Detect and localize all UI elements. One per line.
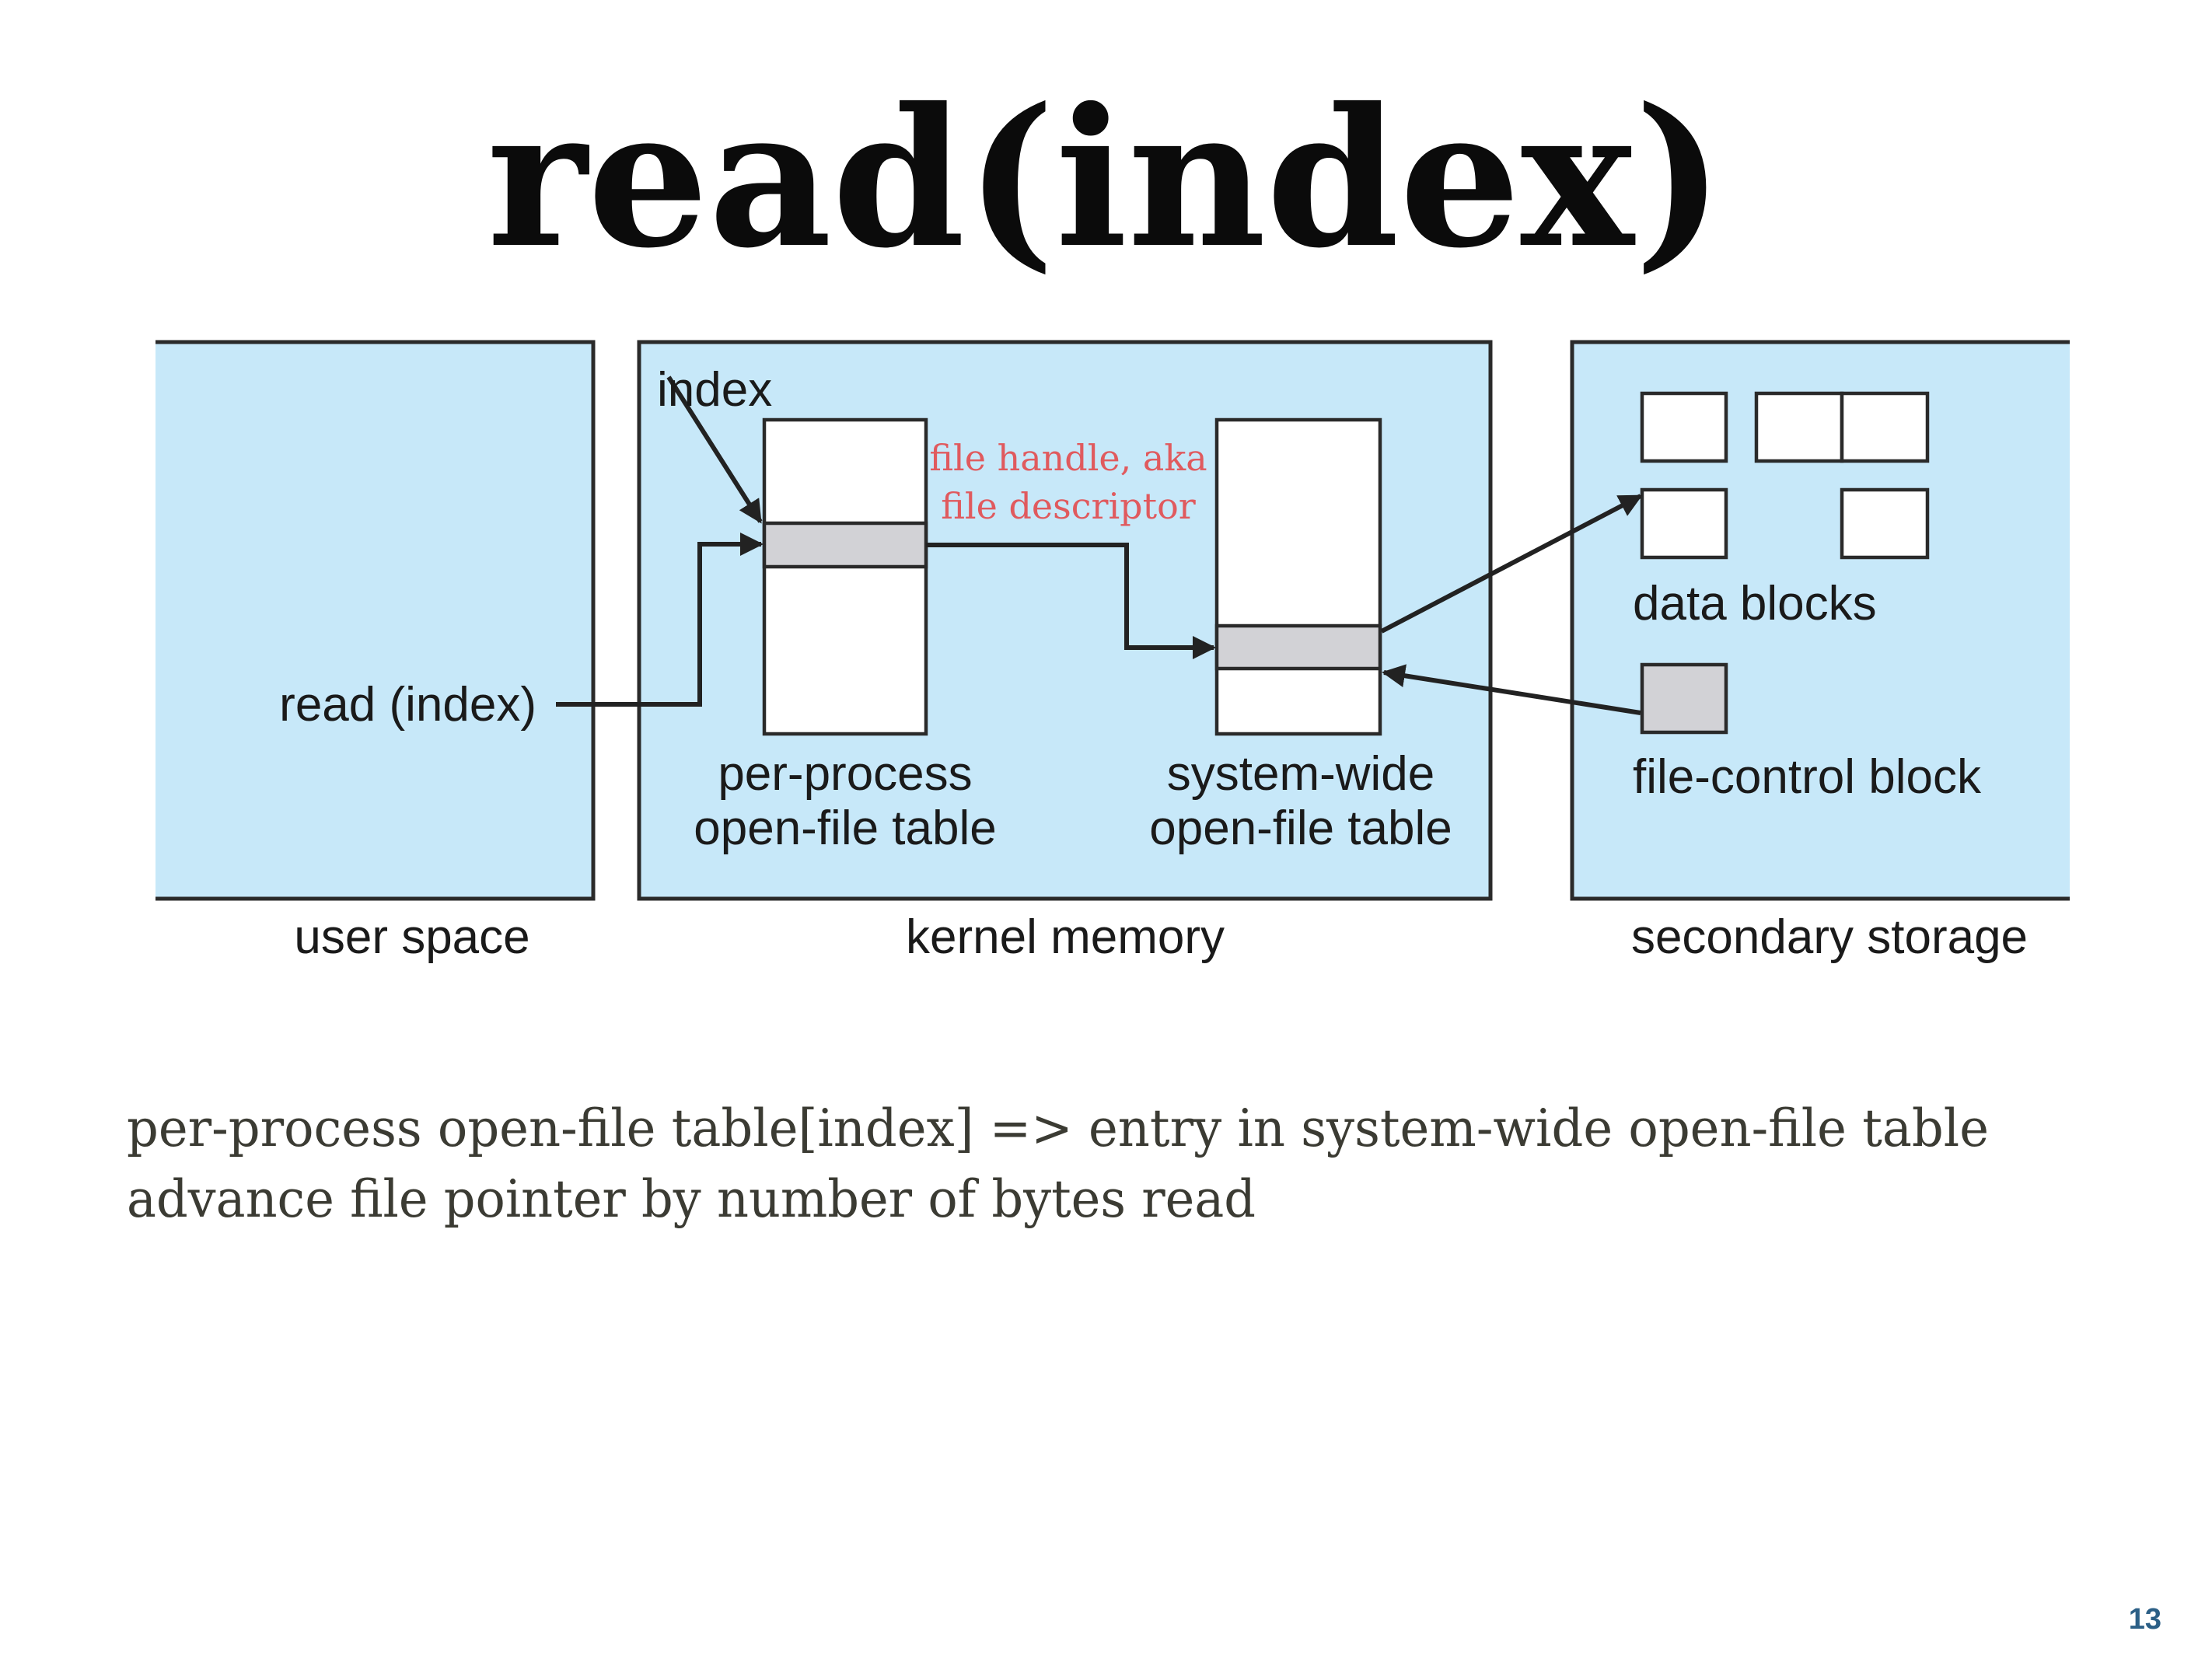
file-handle-annotation-line1: file handle, aka xyxy=(929,437,1207,479)
data-block xyxy=(1640,487,1728,560)
user-space-caption: user space xyxy=(294,910,529,964)
body-text-line2: advance file pointer by number of bytes … xyxy=(127,1169,1256,1229)
data-block xyxy=(1640,391,1728,463)
entry-to-system-wide-arrow xyxy=(926,543,1216,659)
read-call-arrow xyxy=(556,533,764,707)
system-wide-open-file-table xyxy=(1214,417,1382,736)
secondary-storage-border xyxy=(1570,340,2070,901)
data-block xyxy=(1754,391,1844,463)
per-process-label-line2: open-file table xyxy=(694,802,997,855)
system-wide-to-data-blocks-arrow xyxy=(1380,494,1643,634)
per-process-table-entry xyxy=(762,521,928,569)
slide-title: read(index) xyxy=(487,66,1724,290)
user-space-region xyxy=(156,342,593,899)
index-pointer-arrow xyxy=(666,375,763,524)
user-space-border xyxy=(156,340,596,901)
per-process-label-line1: per-process xyxy=(718,747,972,801)
secondary-storage-caption: secondary storage xyxy=(1631,910,2028,964)
fcb-to-system-wide-arrow xyxy=(1382,664,1641,715)
read-call-label: read (index) xyxy=(279,678,536,732)
data-blocks-label: data blocks xyxy=(1633,577,1877,630)
system-wide-label-line2: open-file table xyxy=(1149,802,1452,855)
file-control-block-label: file-control block xyxy=(1633,750,1982,804)
system-wide-table-entry xyxy=(1214,623,1382,671)
body-text-line1: per-process open-file table[index] => en… xyxy=(127,1098,1989,1158)
data-block xyxy=(1840,487,1930,560)
system-wide-label-line1: system-wide xyxy=(1167,747,1435,801)
page-number: 13 xyxy=(2129,1603,2161,1636)
kernel-memory-border xyxy=(637,340,1493,901)
file-handle-annotation-line2: file descriptor xyxy=(941,485,1196,527)
data-block xyxy=(1840,391,1930,463)
index-label: index xyxy=(657,363,772,417)
kernel-memory-caption: kernel memory xyxy=(906,910,1225,964)
file-control-block xyxy=(1640,662,1728,735)
per-process-open-file-table xyxy=(762,417,928,736)
